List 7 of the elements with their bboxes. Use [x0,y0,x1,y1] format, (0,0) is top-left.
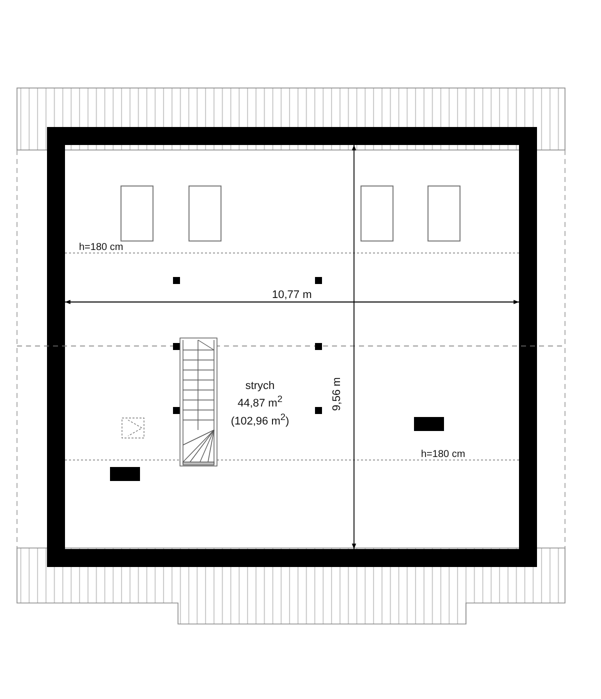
height-label: h=180 cm [421,449,466,461]
dimension-label: 10,77 m [272,289,312,301]
area-value: 44,87 m$^{2}$ [238,393,282,411]
room-name: strych [245,380,275,393]
area-value: (102,96 m$^{2}$) [230,410,290,428]
dimension-label: 9,56 m [330,377,343,411]
height-label: h=180 cm [79,242,124,254]
